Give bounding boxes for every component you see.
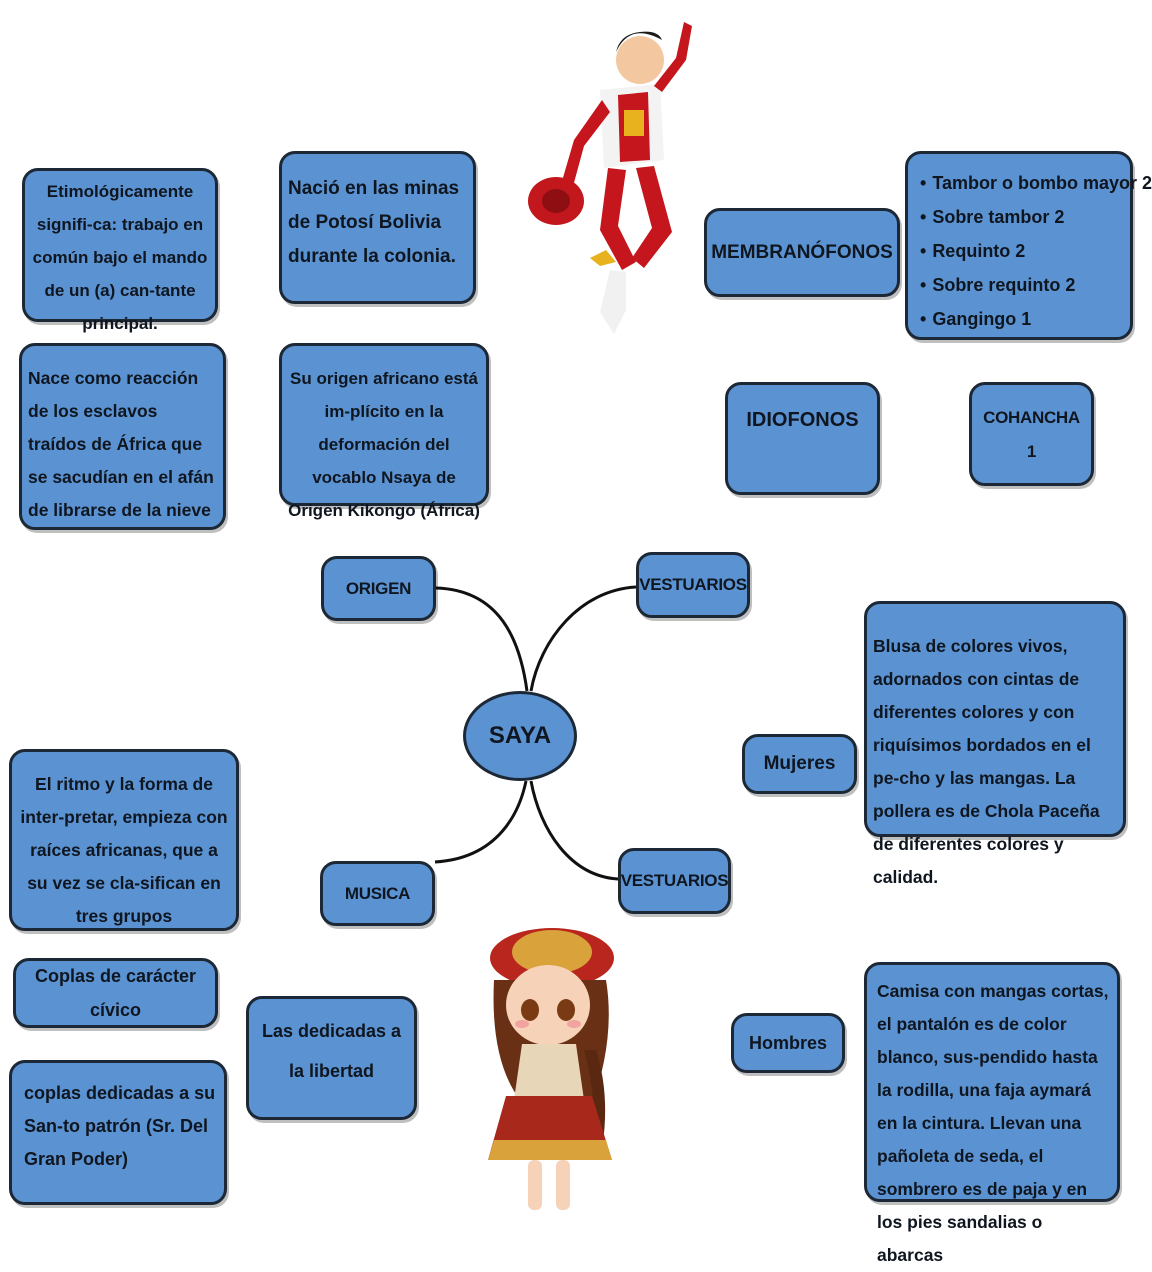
branch-musica: MUSICA xyxy=(320,861,435,926)
origen-africano-text: Su origen africano está im-plícito en la… xyxy=(288,369,480,520)
membranofonos-list: Tambor o bombo mayor 2 Sobre tambor 2 Re… xyxy=(912,166,1152,336)
list-item: Requinto 2 xyxy=(920,234,1126,268)
mujeres-text: Blusa de colores vivos, adornados con ci… xyxy=(873,636,1100,887)
origen-etimologia-box: Etimológicamente signifi-ca: trabajo en … xyxy=(22,168,218,333)
connector-vestuarios-top xyxy=(529,585,637,692)
list-item: Sobre requinto 2 xyxy=(920,268,1126,302)
branch-origen: ORIGEN xyxy=(321,556,436,621)
connector-vestuarios-bottom xyxy=(529,780,619,881)
coplas-civico-text: Coplas de carácter cívico xyxy=(34,966,197,1020)
origen-reaccion-box: Nace como reacción de los esclavos traíd… xyxy=(19,343,226,530)
origen-nacio-box: Nació en las minas de Potosí Bolivia dur… xyxy=(279,151,476,304)
center-node-label: SAYA xyxy=(488,722,552,749)
libertad-text: Las dedicadas a la libertad xyxy=(261,1021,402,1081)
hombres-text: Camisa con mangas cortas, el pantalón es… xyxy=(877,981,1109,1265)
branch-musica-label: MUSICA xyxy=(344,883,411,903)
mujeres-text-box: Blusa de colores vivos, adornados con ci… xyxy=(864,601,1126,887)
musica-ritmo-box: El ritmo y la forma de inter-pretar, emp… xyxy=(9,749,239,931)
connector-lines xyxy=(434,585,637,881)
origen-nacio-text: Nació en las minas de Potosí Bolivia dur… xyxy=(288,178,460,267)
membranofonos-label: MEMBRANÓFONOS xyxy=(711,241,893,263)
branch-vestuarios-bottom: VESTUARIOS xyxy=(618,848,731,914)
origen-etimologia-text: Etimológicamente signifi-ca: trabajo en … xyxy=(32,182,208,333)
libertad-box: Las dedicadas a la libertad xyxy=(246,996,417,1120)
musica-ritmo-text: El ritmo y la forma de inter-pretar, emp… xyxy=(20,774,228,926)
list-item: Sobre tambor 2 xyxy=(920,200,1126,234)
idiofonos-label: IDIOFONOS xyxy=(746,409,859,431)
mujeres-label: Mujeres xyxy=(763,753,836,774)
membranofonos-box: MEMBRANÓFONOS xyxy=(704,208,900,297)
connector-musica xyxy=(434,780,528,864)
hombres-label-box: Hombres xyxy=(731,1013,845,1073)
branch-vestuarios-top: VESTUARIOS xyxy=(636,552,750,618)
branch-vestuarios-bottom-label: VESTUARIOS xyxy=(620,871,729,890)
cohancha-box: COHANCHA 1 xyxy=(969,382,1094,486)
branch-vestuarios-top-label: VESTUARIOS xyxy=(639,575,747,594)
hombres-text-box: Camisa con mangas cortas, el pantalón es… xyxy=(864,962,1120,1265)
coplas-civico-box: Coplas de carácter cívico xyxy=(13,958,218,1028)
origen-africano-box: Su origen africano está im-plícito en la… xyxy=(279,343,489,520)
connector-origen xyxy=(435,586,529,692)
mujeres-label-box: Mujeres xyxy=(742,734,857,794)
cohancha-label: COHANCHA 1 xyxy=(983,408,1080,461)
branch-origen-label: ORIGEN xyxy=(345,578,412,598)
list-item: Gangingo 1 xyxy=(920,302,1126,336)
center-node-saya: SAYA xyxy=(463,691,577,781)
coplas-santo-box: coplas dedicadas a su San-to patrón (Sr.… xyxy=(9,1060,227,1205)
list-item: Tambor o bombo mayor 2 xyxy=(920,166,1152,200)
hombres-label: Hombres xyxy=(748,1033,828,1053)
coplas-santo-text: coplas dedicadas a su San-to patrón (Sr.… xyxy=(24,1083,216,1169)
membranofonos-list-box: Tambor o bombo mayor 2 Sobre tambor 2 Re… xyxy=(905,151,1152,340)
idiofonos-box: IDIOFONOS xyxy=(725,382,880,495)
origen-reaccion-text: Nace como reacción de los esclavos traíd… xyxy=(28,368,214,520)
